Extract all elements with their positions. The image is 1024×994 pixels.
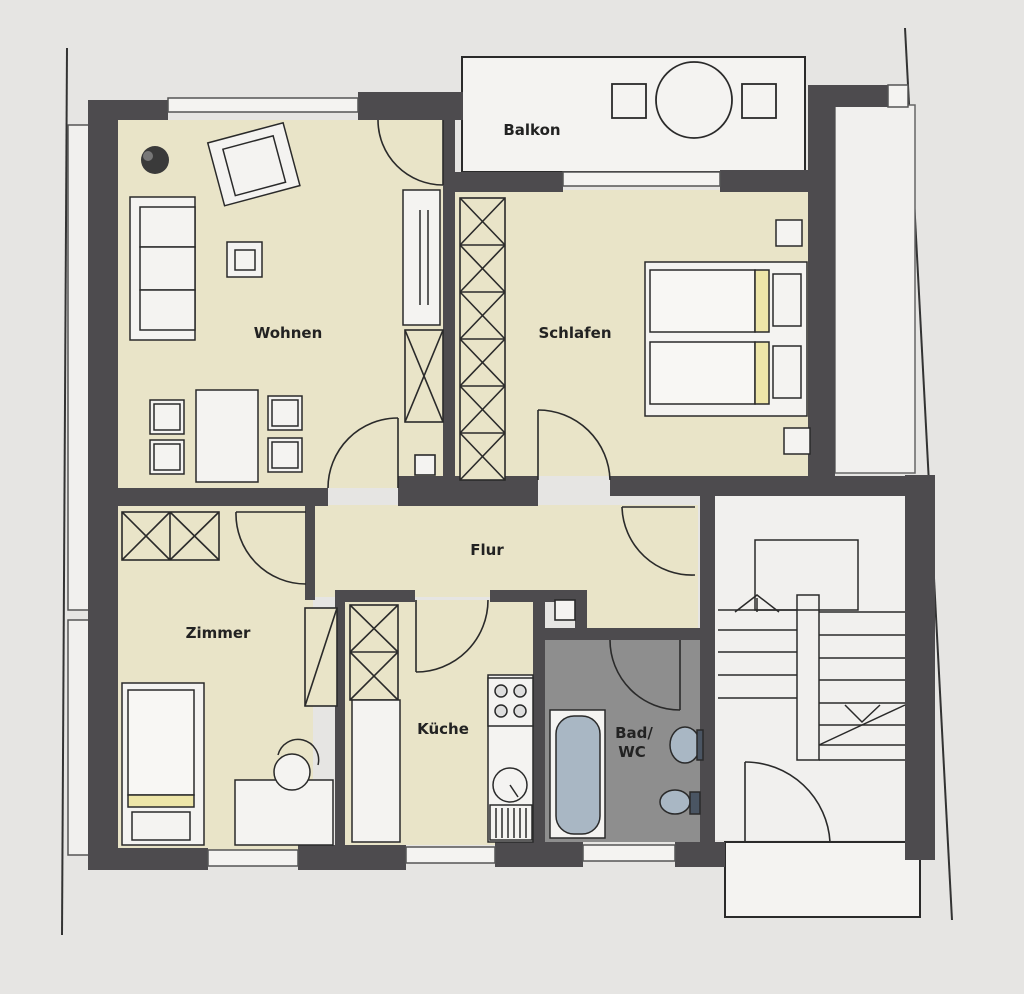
neighbour-right xyxy=(834,104,916,474)
wall-north-b xyxy=(358,92,463,120)
floor-flur-ext xyxy=(585,590,698,630)
washbasin xyxy=(669,726,701,764)
label-schlafen: Schlafen xyxy=(538,324,611,342)
living-furniture xyxy=(129,121,303,483)
balcony-table xyxy=(655,61,733,139)
balcony-chair-left xyxy=(611,83,647,119)
door-kueche-arc xyxy=(415,599,489,673)
wall-north-a xyxy=(88,100,168,120)
label-kueche: Küche xyxy=(417,720,469,738)
label-wc: WC xyxy=(618,743,646,761)
window-east xyxy=(887,84,909,108)
toilet xyxy=(659,789,691,815)
window-schlafen xyxy=(562,171,721,187)
wall-flur-notch xyxy=(575,590,587,630)
bedroom-furniture xyxy=(644,219,811,455)
kitchen-furniture xyxy=(351,674,534,843)
room-furniture xyxy=(121,682,334,846)
label-balkon: Balkon xyxy=(503,121,560,139)
shafts xyxy=(414,454,576,621)
balcony-chair-right xyxy=(741,83,777,119)
neighbour-left xyxy=(67,124,91,611)
wall-flur-bad xyxy=(545,628,705,640)
desk-chair xyxy=(273,753,311,791)
dining-table xyxy=(195,389,259,483)
wall-stair-west xyxy=(700,496,715,846)
floor-flur xyxy=(313,505,698,597)
wall-south-b xyxy=(298,845,406,870)
window-kueche xyxy=(405,846,496,864)
desk xyxy=(234,779,334,846)
wall-east-upper xyxy=(808,85,835,485)
door-zimmer-arc xyxy=(235,511,307,585)
door-entry-arc xyxy=(621,506,696,576)
door-stair-arc xyxy=(744,761,831,843)
door-schlafen-arc xyxy=(537,409,611,481)
wall-west xyxy=(88,100,118,870)
room-labels: Balkon Wohnen Schlafen Flur Zimmer Küche… xyxy=(186,121,654,761)
tv-unit xyxy=(402,189,441,326)
plant-leaf xyxy=(143,151,153,161)
dish-rack xyxy=(489,804,533,841)
counter-left xyxy=(351,699,401,843)
door-balcony-arc xyxy=(377,119,444,186)
stair-landing xyxy=(724,841,921,918)
windows xyxy=(167,84,909,867)
label-flur: Flur xyxy=(470,541,504,559)
armchair xyxy=(206,121,301,207)
window-wohnen xyxy=(167,97,359,113)
wall-central-b xyxy=(610,476,910,496)
wall-north-c xyxy=(443,172,563,192)
lot-line-left xyxy=(61,47,68,936)
door-bad-arc xyxy=(609,639,681,711)
wall-south-a xyxy=(88,848,208,870)
balcony-furniture xyxy=(611,61,777,139)
walls xyxy=(88,85,935,870)
wall-south-d xyxy=(675,842,725,867)
wall-north-d xyxy=(720,170,830,192)
label-wohnen: Wohnen xyxy=(254,324,323,342)
wall-flur-kueche-a xyxy=(335,590,415,602)
wall-kueche-bad xyxy=(533,595,545,845)
wall-central-a xyxy=(398,476,538,506)
stove xyxy=(487,677,534,727)
nightstand-bottom xyxy=(783,427,811,455)
neighbour-left-lower xyxy=(67,619,91,856)
wall-wohnen-zimmer-a xyxy=(118,488,328,506)
wall-zimmer-flur xyxy=(305,505,315,600)
label-bad: Bad/ xyxy=(615,724,653,742)
nightstand-top xyxy=(775,219,803,247)
window-zimmer xyxy=(207,849,299,867)
bath-furniture xyxy=(549,709,704,839)
wall-east-stair xyxy=(905,475,935,860)
door-wohnen-arc xyxy=(327,417,399,489)
label-zimmer: Zimmer xyxy=(186,624,251,642)
bathtub-basin xyxy=(555,715,601,835)
wall-north-e xyxy=(808,85,888,107)
wall-south-c xyxy=(495,842,583,867)
doors xyxy=(235,119,831,843)
stairwell-floor xyxy=(715,495,905,840)
wardrobes xyxy=(121,197,506,707)
wall-zimmer-kueche xyxy=(335,595,345,850)
staircase xyxy=(718,539,906,761)
window-bad xyxy=(582,844,676,862)
wall-wohnen-schlafen xyxy=(443,120,455,488)
